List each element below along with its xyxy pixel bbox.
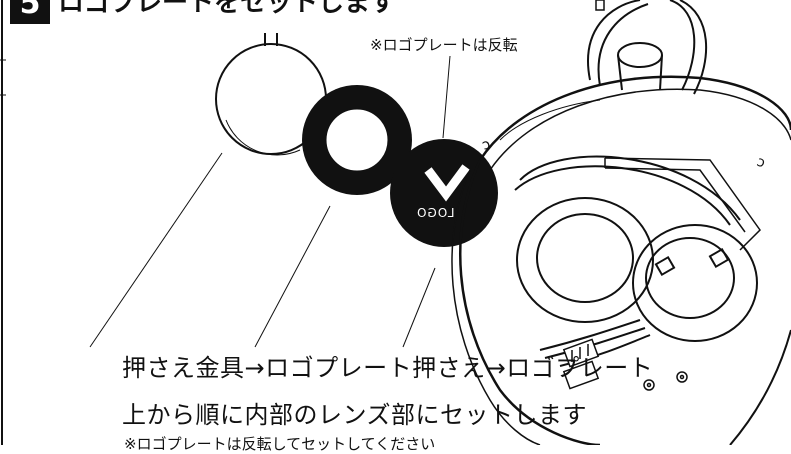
caption-line-1: 押さえ金具→ロゴプレート押さえ→ロゴプレート: [122, 354, 654, 382]
lens-right: [632, 224, 758, 342]
logo-plate-holder-ring: [302, 85, 412, 195]
logo-reversed-note: ※ロゴプレートは反転: [370, 36, 518, 54]
caption-line-2: 上から順に内部のレンズ部にセットします: [122, 401, 588, 429]
internal-plate: [604, 157, 761, 251]
lamp-shell: ɔ ɔ: [451, 75, 791, 445]
cable-bundle: [514, 155, 741, 367]
wire-connector: [562, 338, 600, 390]
leader-line: [89, 152, 223, 348]
step-title: ロゴプレートをセットします: [58, 0, 397, 18]
screw-icon: [643, 371, 688, 391]
step-number: 5: [19, 0, 41, 21]
leader-line: [442, 55, 451, 139]
svg-text:ɔ: ɔ: [755, 154, 768, 172]
hanging-loop: [587, 0, 708, 95]
lens-left: [516, 197, 654, 323]
leader-line: [402, 267, 436, 348]
leader-line: [254, 205, 331, 348]
caption-note: ※ロゴプレートは反転してセットしてください: [124, 435, 436, 453]
logo-plate-text: LOGO: [416, 206, 455, 220]
logo-plate-disc: [390, 139, 498, 247]
step-badge: [10, 0, 50, 24]
